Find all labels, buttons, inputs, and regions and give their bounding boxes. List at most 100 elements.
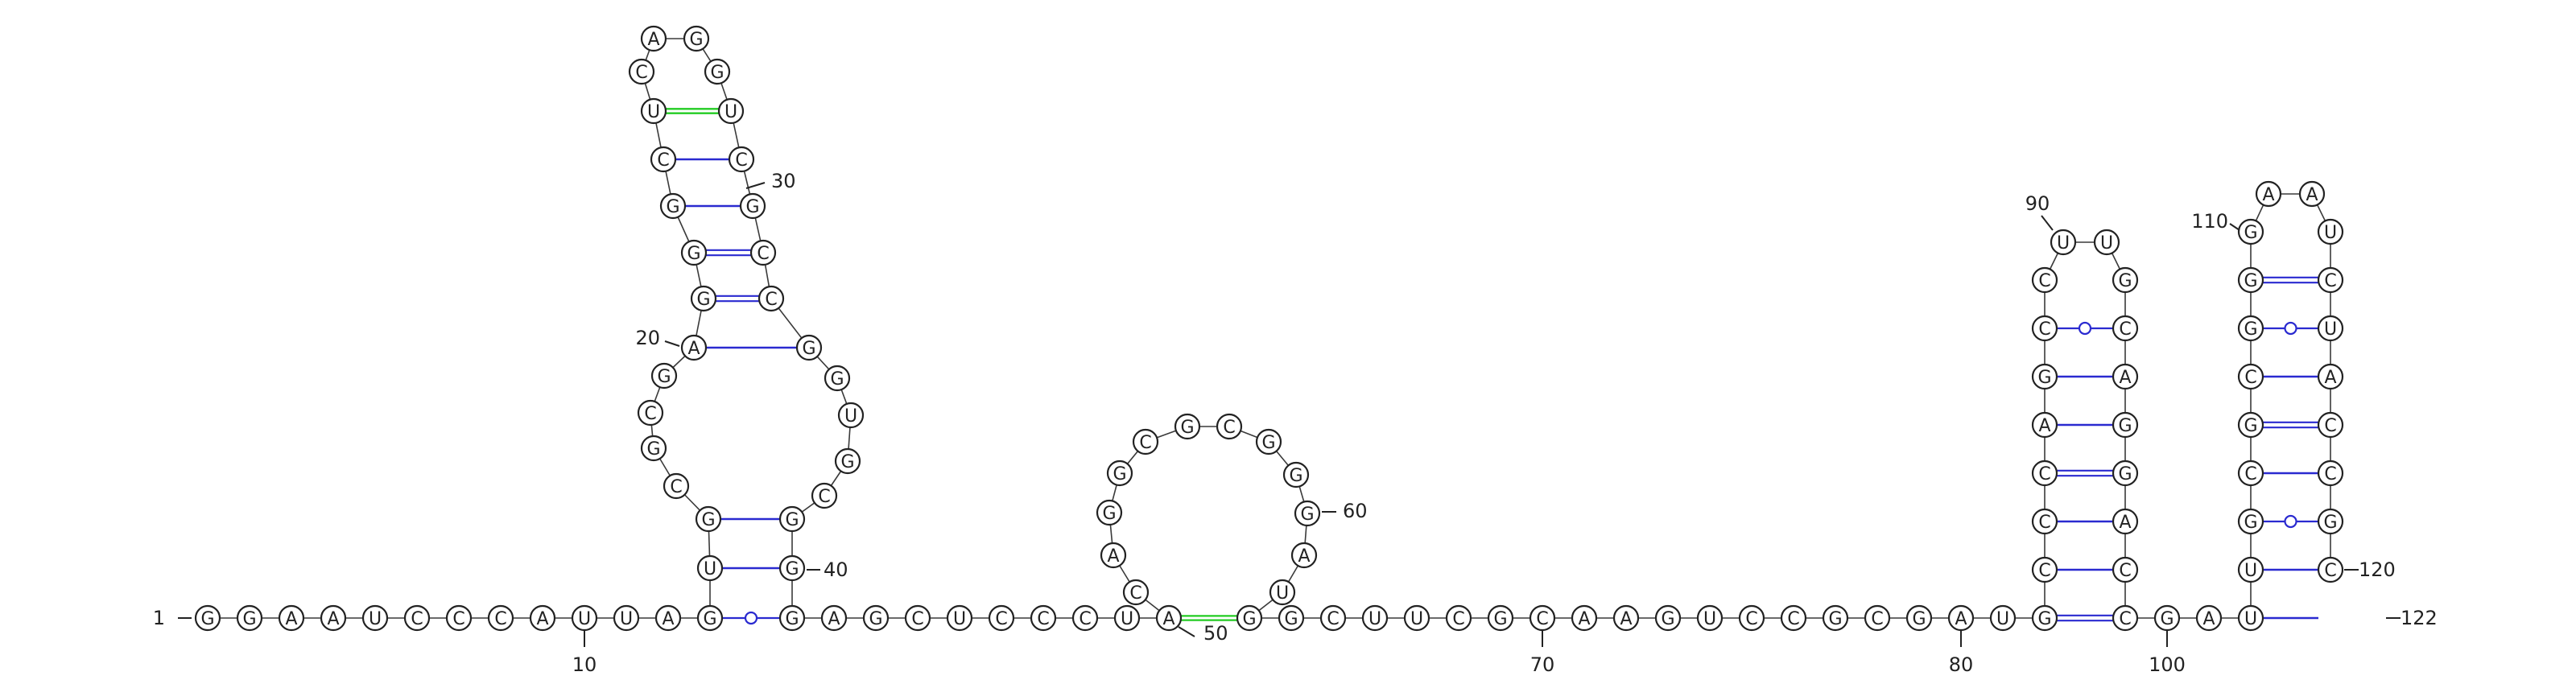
nucleotide-97: G [2112, 460, 2139, 487]
nucleotide-114: U [2317, 218, 2344, 245]
svg-text:10: 10 [572, 653, 597, 676]
nucleotide-9: A [529, 604, 556, 632]
nucleotide-42: G [778, 604, 806, 632]
svg-text:U: U [647, 102, 660, 122]
nucleotide-96: G [2112, 411, 2139, 439]
nucleotide-119: C [2317, 460, 2344, 487]
nucleotide-30: U [717, 97, 745, 125]
svg-text:C: C [1327, 609, 1339, 629]
nucleotide-53: A [1100, 542, 1127, 569]
svg-text:C: C [670, 477, 682, 497]
svg-text:U: U [724, 102, 737, 122]
svg-text:C: C [657, 150, 669, 171]
nucleotide-48: C [1030, 604, 1057, 632]
svg-text:C: C [494, 609, 506, 629]
nucleotide-117: A [2317, 363, 2344, 390]
svg-text:C: C [2038, 319, 2050, 340]
svg-text:U: U [620, 609, 633, 629]
nucleotide-116: U [2317, 315, 2344, 342]
nucleotide-5: U [361, 604, 389, 632]
svg-text:20: 20 [635, 327, 660, 349]
nucleotide-24: C [650, 146, 677, 173]
svg-text:C: C [2324, 271, 2336, 291]
nucleotide-99: C [2112, 556, 2139, 583]
svg-text:C: C [2038, 464, 2050, 484]
nucleotide-105: G [2237, 508, 2264, 535]
svg-text:G: G [666, 197, 679, 217]
nucleotide-66: C [1319, 604, 1347, 632]
svg-text:C: C [1037, 609, 1049, 629]
base-pair [2263, 276, 2318, 284]
nucleotide-41: G [778, 554, 806, 582]
svg-text:U: U [1996, 609, 2009, 629]
nucleotide-8: C [487, 604, 514, 632]
nucleotide-37: U [837, 402, 865, 429]
svg-text:A: A [1107, 546, 1119, 567]
svg-text:C: C [818, 487, 830, 507]
nucleotide-106: C [2237, 460, 2264, 487]
svg-text:G: G [2160, 609, 2174, 629]
svg-text:C: C [765, 290, 777, 310]
svg-text:U: U [1703, 609, 1716, 629]
nucleotide-77: C [1780, 604, 1807, 632]
nucleotide-23: G [659, 192, 687, 220]
nucleotide-101: G [2153, 604, 2181, 632]
svg-text:G: G [1493, 609, 1507, 629]
svg-text:A: A [1620, 609, 1632, 629]
base-pair [722, 611, 780, 625]
svg-text:C: C [1871, 609, 1883, 629]
nucleotide-16: C [663, 472, 690, 500]
svg-text:C: C [2324, 464, 2336, 484]
svg-text:40: 40 [824, 558, 848, 581]
svg-text:A: A [2202, 609, 2215, 629]
svg-text:120: 120 [2359, 558, 2396, 581]
svg-text:U: U [704, 559, 716, 579]
svg-text:100: 100 [2149, 653, 2186, 676]
nucleotide-13: G [696, 604, 724, 632]
svg-text:G: G [2244, 319, 2257, 340]
nucleotide-95: A [2112, 363, 2139, 390]
svg-text:C: C [411, 609, 423, 629]
svg-text:G: G [745, 197, 759, 217]
nucleotide-4: A [320, 604, 347, 632]
nucleotide-104: U [2237, 556, 2264, 583]
nucleotide-33: C [749, 239, 777, 266]
svg-text:G: G [2118, 464, 2132, 484]
base-pair [2057, 614, 2113, 622]
position-label-1: 1 [153, 607, 192, 629]
svg-text:C: C [1787, 609, 1799, 629]
svg-text:G: G [646, 439, 660, 460]
svg-text:G: G [785, 609, 799, 629]
svg-text:30: 30 [771, 170, 796, 192]
nucleotide-120: G [2317, 508, 2344, 535]
nucleotide-2: G [236, 604, 263, 632]
svg-text:G: G [2244, 416, 2257, 436]
nucleotide-79: C [1864, 604, 1891, 632]
svg-text:G: G [1242, 609, 1256, 629]
svg-text:G: G [2118, 416, 2132, 436]
nucleotide-81: A [1947, 604, 1975, 632]
position-label-80: 80 [1949, 631, 1973, 676]
svg-text:G: G [696, 290, 710, 310]
nucleotide-121: C [2317, 556, 2344, 583]
svg-text:A: A [662, 609, 674, 629]
nucleotide-109: G [2237, 315, 2264, 342]
backbone [208, 38, 2331, 619]
nucleotide-92: U [2093, 229, 2120, 256]
nucleotide-71: C [1529, 604, 1556, 632]
nucleotide-87: A [2031, 411, 2058, 439]
svg-text:G: G [802, 339, 815, 359]
svg-text:G: G [1912, 609, 1926, 629]
nucleotide-90: C [2031, 266, 2058, 294]
svg-text:G: G [1300, 505, 1314, 525]
nucleotide-82: U [1989, 604, 2017, 632]
base-pair [2263, 421, 2318, 429]
nucleotide-29: G [704, 58, 731, 85]
nucleotide-18: C [637, 399, 664, 427]
base-pair [2263, 321, 2318, 336]
svg-text:110: 110 [2191, 210, 2228, 233]
svg-text:C: C [735, 150, 747, 171]
nucleotide-36: G [824, 365, 851, 392]
